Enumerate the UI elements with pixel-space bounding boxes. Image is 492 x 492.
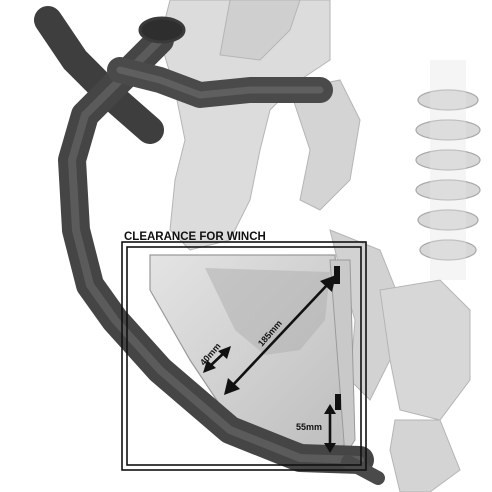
mount-markers: [334, 266, 341, 410]
diagonal-dimension-arrow: [224, 275, 336, 395]
side-dimension-arrow: [203, 346, 231, 373]
lower-mount-marker: [335, 394, 341, 410]
coil-spring: [415, 60, 481, 280]
upper-mount-marker: [334, 266, 340, 284]
diagram-title: CLEARANCE FOR WINCH: [124, 231, 266, 243]
engine-background: [159, 0, 471, 492]
vertical-dimension-label: 55mm: [296, 422, 322, 432]
vertical-dimension-arrow: [324, 404, 336, 453]
clearance-frame: [121, 241, 367, 471]
winch-mount-plate: [149, 254, 356, 457]
